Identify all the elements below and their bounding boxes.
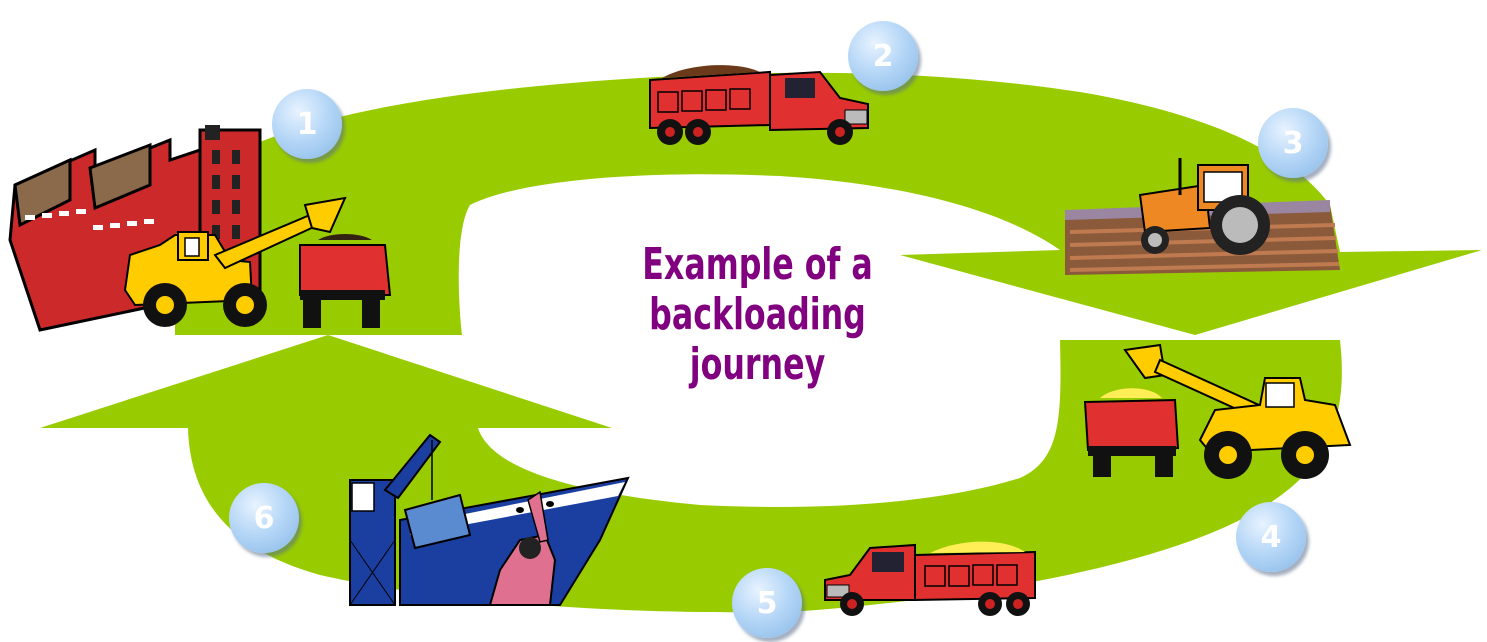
dump-truck-icon xyxy=(649,65,869,145)
step-6-badge: 6 xyxy=(229,483,299,553)
step-1-number: 1 xyxy=(296,106,318,142)
tractor-icon xyxy=(1065,158,1340,275)
title-line-1: Example of a xyxy=(642,239,873,290)
dump-truck-icon-bottom xyxy=(824,541,1036,616)
title-line-3: journey xyxy=(689,339,826,390)
step-3-number: 3 xyxy=(1282,125,1304,161)
ship-crane-icon xyxy=(349,433,630,606)
step-2-badge: 2 xyxy=(848,21,918,91)
step-2-number: 2 xyxy=(872,38,894,74)
step-4-badge: 4 xyxy=(1236,502,1306,572)
factory-loader-icon xyxy=(8,125,392,332)
step-1-badge: 1 xyxy=(272,89,342,159)
title-line-2: backloading xyxy=(649,289,866,340)
step-3-badge: 3 xyxy=(1258,108,1328,178)
step-5-number: 5 xyxy=(756,585,778,621)
step-5-badge: 5 xyxy=(732,568,802,638)
loader-truck-icon xyxy=(1083,343,1352,479)
step-4-number: 4 xyxy=(1260,519,1282,555)
step-6-number: 6 xyxy=(253,500,275,536)
diagram-title: Example of a backloading journey xyxy=(633,240,881,390)
